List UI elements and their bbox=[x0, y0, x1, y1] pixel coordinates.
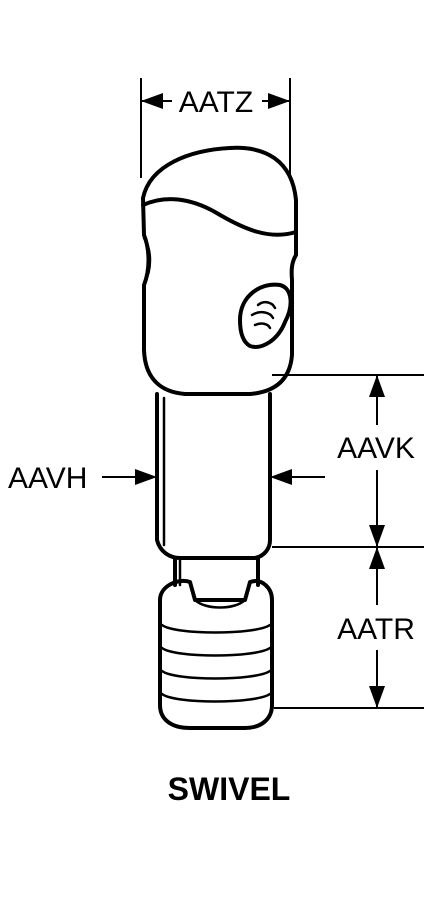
arrow-right bbox=[268, 93, 290, 109]
arrow-down bbox=[369, 686, 385, 708]
dimension-aavk: AAVK bbox=[272, 374, 424, 548]
pin-hole bbox=[238, 282, 293, 349]
label-aatz: AATZ bbox=[179, 86, 253, 119]
threaded-end bbox=[158, 579, 274, 730]
dimension-aatz: AATZ bbox=[140, 78, 291, 178]
label-aavh: AAVH bbox=[8, 462, 87, 495]
swivel-shank bbox=[155, 392, 272, 560]
arrow-down bbox=[369, 525, 385, 547]
label-aatr: AATR bbox=[337, 613, 415, 646]
arrow-right bbox=[135, 469, 157, 485]
dimension-aatr: AATR bbox=[274, 547, 424, 709]
diagram-caption: SWIVEL bbox=[168, 771, 291, 807]
arrow-left bbox=[141, 93, 163, 109]
arrow-left bbox=[270, 469, 292, 485]
arrow-up bbox=[369, 375, 385, 397]
dimension-aavh: AAVH bbox=[8, 462, 325, 495]
label-aavk: AAVK bbox=[337, 432, 415, 465]
swivel-head bbox=[141, 145, 298, 396]
arrow-up bbox=[369, 547, 385, 569]
